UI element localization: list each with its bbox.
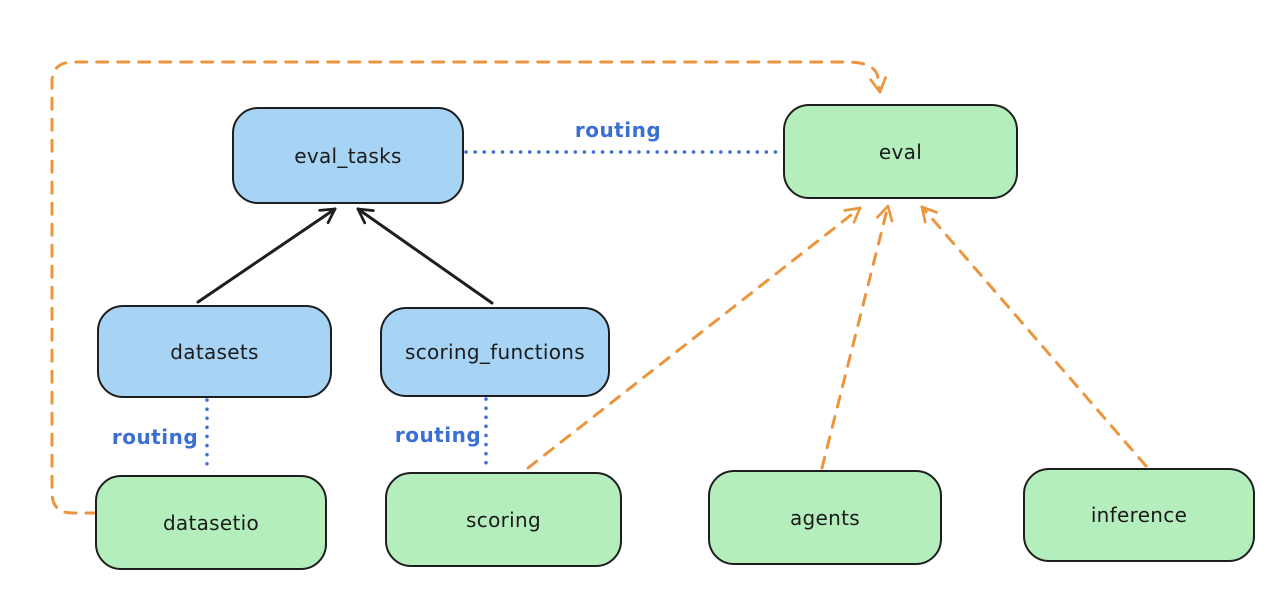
node-datasets: datasets xyxy=(97,305,332,398)
edge-scoring-functions-to-eval-tasks xyxy=(356,207,494,305)
node-eval-tasks: eval_tasks xyxy=(232,107,464,204)
node-scoring-functions: scoring_functions xyxy=(380,307,610,397)
node-eval-label: eval xyxy=(878,139,923,164)
edge-label-routing-mid: routing xyxy=(394,423,482,447)
edge-datasets-to-eval-tasks xyxy=(196,207,337,304)
node-datasetio: datasetio xyxy=(95,475,327,570)
edge-label-routing-top: routing xyxy=(574,118,662,142)
edge-agents-to-eval xyxy=(820,204,894,470)
edge-label-routing-left: routing xyxy=(111,425,199,449)
node-scoring: scoring xyxy=(385,472,622,567)
node-scoring-label: scoring xyxy=(466,507,541,532)
node-datasets-label: datasets xyxy=(170,339,259,364)
node-agents-label: agents xyxy=(790,505,860,530)
edge-datasetio-to-eval xyxy=(50,60,887,515)
node-scoring-functions-label: scoring_functions xyxy=(404,340,586,364)
node-inference-label: inference xyxy=(1090,503,1188,527)
edge-scoring-to-eval xyxy=(526,206,862,470)
edge-inference-to-eval xyxy=(920,205,1148,468)
node-eval-tasks-label: eval_tasks xyxy=(294,143,402,168)
node-eval: eval xyxy=(783,104,1018,199)
node-inference: inference xyxy=(1023,468,1255,562)
node-datasetio-label: datasetio xyxy=(162,510,260,535)
node-agents: agents xyxy=(708,470,942,565)
